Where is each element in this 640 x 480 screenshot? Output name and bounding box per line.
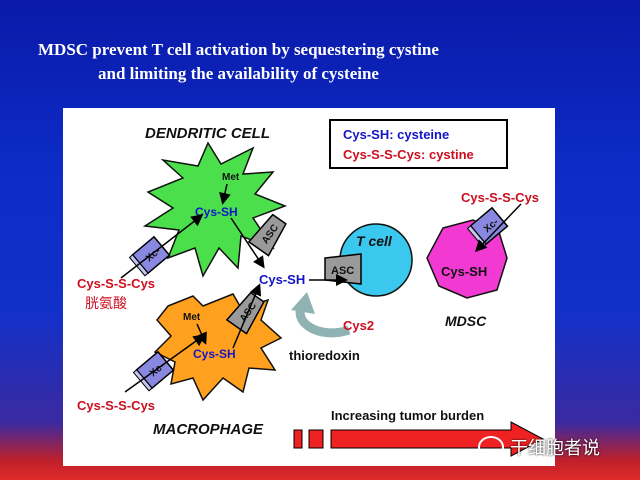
thioredoxin-arrowhead <box>291 292 315 314</box>
met-dc-label: Met <box>222 172 240 183</box>
burden-block-1 <box>293 429 303 449</box>
met-mac-label: Met <box>183 312 201 323</box>
burden-block-2 <box>308 429 324 449</box>
t-cell-label: T cell <box>356 233 393 249</box>
asc-tcell-label: ASC <box>331 265 354 277</box>
watermark: 干细胞者说 <box>478 434 600 460</box>
met-dc-arrow <box>219 183 231 205</box>
legend-box <box>329 119 508 169</box>
asc-transporter-dc: ASC <box>247 213 287 257</box>
cystine-bottom-label: Cys-S-S-Cys <box>77 398 155 413</box>
cys2-label: Cys2 <box>343 318 374 333</box>
chinese-cystine-label: 胱氨酸 <box>85 295 127 311</box>
mac-export-arrow <box>232 283 262 349</box>
legend-cysteine: Cys-SH: cysteine <box>343 127 449 142</box>
legend-cystine: Cys-S-S-Cys: cystine <box>343 147 474 162</box>
title-line-1: MDSC prevent T cell activation by seques… <box>38 40 439 59</box>
asc-transporter-tcell <box>324 253 362 285</box>
diagram-panel: Cys-SH: cysteine Cys-S-S-Cys: cystine DE… <box>63 108 555 466</box>
dendritic-cell-label: DENDRITIC CELL <box>145 125 270 142</box>
dc-export-arrow <box>230 217 265 269</box>
mac-import-arrow <box>124 334 206 393</box>
macrophage-label: MACROPHAGE <box>153 421 264 438</box>
mdsc-import-arrow <box>474 203 522 253</box>
wechat-icon <box>478 436 504 458</box>
watermark-text: 干细胞者说 <box>510 438 600 458</box>
dc-import-arrow <box>120 214 204 279</box>
diagram-svg: Cys-SH: cysteine Cys-S-S-Cys: cystine DE… <box>77 119 545 457</box>
cys-sh-mac-label: Cys-SH <box>193 347 236 361</box>
thioredoxin-label: thioredoxin <box>289 348 360 363</box>
cystine-left-label: Cys-S-S-Cys <box>77 276 155 291</box>
cys-sh-center-label: Cys-SH <box>259 272 305 287</box>
mdsc-label: MDSC <box>445 313 487 329</box>
title-line-2: and limiting the availability of cystein… <box>98 64 379 83</box>
tumor-burden-label: Increasing tumor burden <box>331 408 484 423</box>
cys-sh-dc-label: Cys-SH <box>195 205 238 219</box>
cys-sh-mdsc-label: Cys-SH <box>441 264 487 279</box>
cystine-mdsc-label: Cys-S-S-Cys <box>461 190 539 205</box>
